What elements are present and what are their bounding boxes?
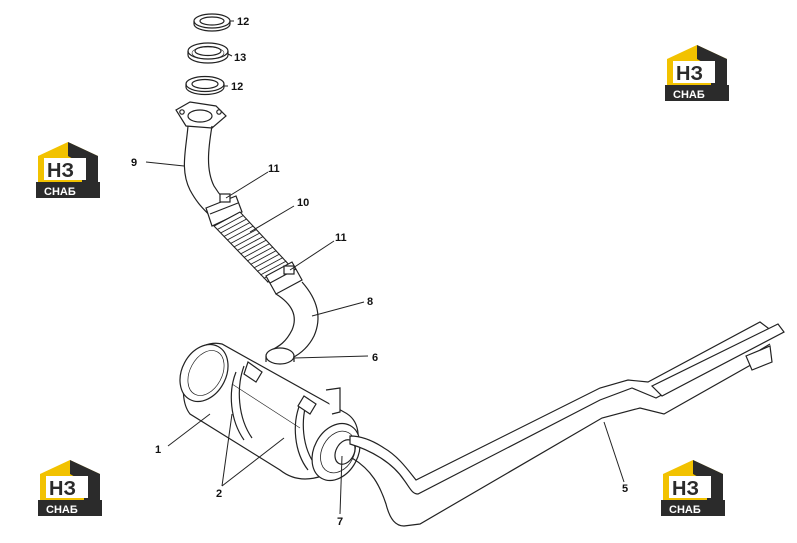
bellows-rib [223,222,251,237]
flange-pipe-9 [175,101,237,219]
bellows-rib [236,236,264,251]
nz-snab-logo-bottom-left: НЗ СНАБ [38,460,102,516]
clamp-11-upper [205,193,243,227]
logo-letters: НЗ [672,478,699,500]
callout-8: 8 [367,296,373,308]
bellows-rib [250,250,277,265]
logo-word: СНАБ [673,89,705,101]
bellows-rib [243,243,271,258]
bellows-rib [213,211,241,227]
nz-snab-logo-left: НЗ СНАБ [36,142,100,198]
bellows-rib [256,257,284,272]
tail-pipe-5 [349,321,785,527]
sleeve-6 [265,347,295,365]
bellows-rib [260,260,287,276]
callout-13: 13 [234,52,246,64]
callout-7: 7 [337,516,343,528]
callout-12-bottom: 12 [231,81,243,93]
bellows-rib [233,232,261,248]
flex-bellows-10 [213,211,294,283]
callout-2: 2 [216,488,222,500]
gasket-ring-12-top [193,13,231,32]
bellows-rib [246,246,274,262]
logo-letters: НЗ [47,160,74,182]
leader-lines [145,20,625,515]
callout-12-top: 12 [237,16,249,28]
clamp-11-lower [265,261,303,295]
pipe-8 [267,281,319,359]
logo-letters: НЗ [49,478,76,500]
callout-9: 9 [131,157,137,169]
outlet-end-cap-7 [311,422,361,482]
bellows-rib [217,215,244,230]
nz-snab-logo-bottom-right: НЗ СНАБ [661,460,725,516]
logo-letters: НЗ [676,63,703,85]
callout-6: 6 [372,352,378,364]
bellows-rib [230,229,257,244]
nz-snab-logo-top-right: НЗ СНАБ [665,45,729,101]
logo-word: СНАБ [44,186,76,198]
logo-word: СНАБ [669,504,701,516]
callout-5: 5 [622,483,628,495]
bellows-rib [240,239,267,255]
gasket-ring-12-bottom [185,75,225,96]
bellows-rib [253,253,280,269]
bellows-rib [220,218,247,234]
callout-1: 1 [155,444,161,456]
logo-word: СНАБ [46,504,78,516]
callout-11-lower: 11 [335,232,347,244]
bellows-rib [227,225,254,241]
callout-11-upper: 11 [268,163,280,175]
callout-10: 10 [297,197,309,209]
gasket-ring-13 [187,42,229,64]
